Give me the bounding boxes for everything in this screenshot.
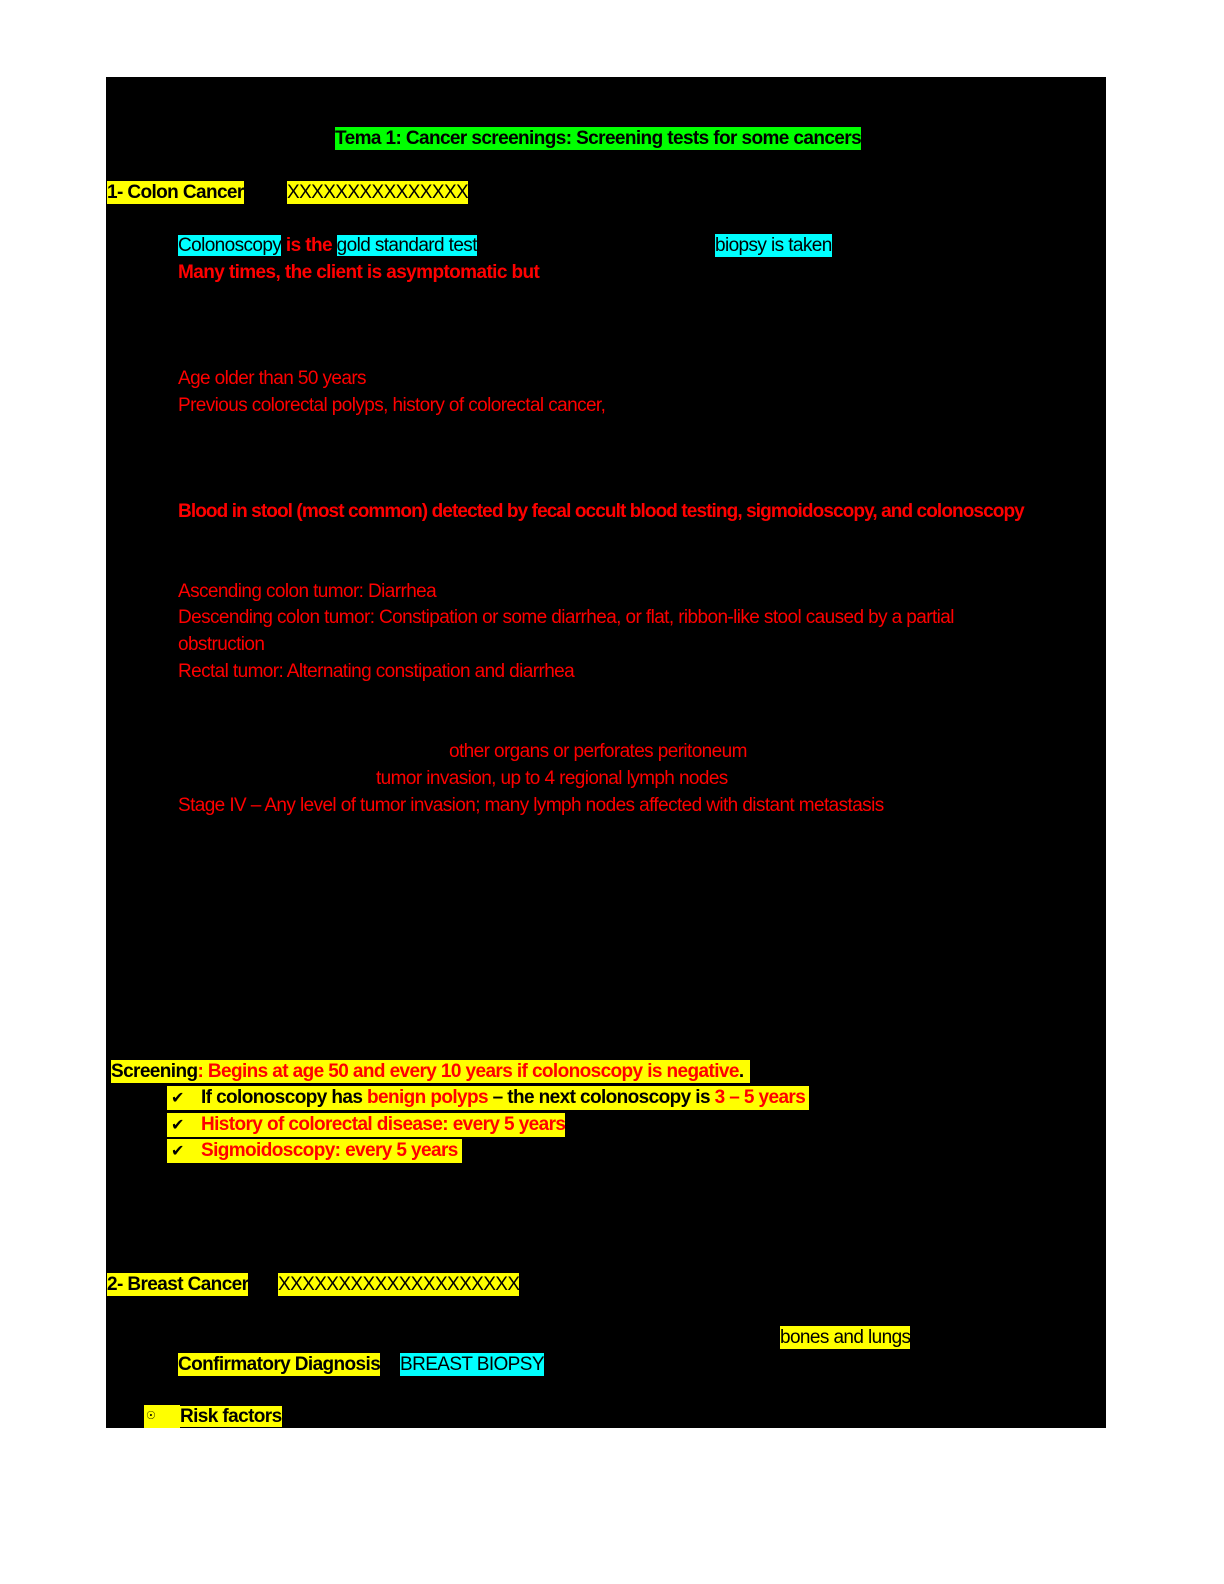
risk-factors-label: Risk factors	[180, 1406, 282, 1427]
metastasis-sites: bones and lungs	[780, 1326, 911, 1349]
screening-item-text: Sigmoidoscopy: every 5 years	[201, 1140, 458, 1161]
checkmark-icon: ✔	[167, 1140, 201, 1163]
tumor-location-item: Rectal tumor: Alternating constipation a…	[178, 661, 575, 682]
signs-text: Blood in stool (most common) detected by…	[178, 501, 1025, 522]
staging-item: other organs or perforates peritoneum	[449, 741, 747, 762]
interval-term: 3 – 5 years	[714, 1087, 806, 1108]
diagnosis-connector: is the	[281, 235, 337, 256]
redacted-text: XXXXXXXXXXXXXXX	[287, 181, 469, 204]
screening-item-text: If colonoscopy has	[201, 1087, 367, 1108]
checkmark-icon: ✔	[167, 1114, 201, 1137]
benign-polyps-term: benign polyps	[366, 1087, 489, 1108]
tumor-location-item: Descending colon tumor: Constipation or …	[178, 607, 954, 628]
screening-item: ✔Sigmoidoscopy: every 5 years	[167, 1139, 462, 1163]
confirmatory-label: Confirmatory Diagnosis	[178, 1353, 381, 1376]
risk-factor-item: Previous colorectal polyps, history of c…	[178, 395, 606, 416]
risk-factors-line: ☉Risk factors	[144, 1405, 282, 1429]
section-heading-breast: 2- Breast Cancer	[107, 1273, 249, 1296]
risk-factor-item: Age older than 50 years	[178, 368, 367, 389]
redacted-text: XXXXXXXXXXXXXXXXXXXX	[278, 1273, 520, 1296]
biopsy-term: biopsy is taken	[715, 234, 832, 257]
bullet-icon: ☉	[144, 1405, 180, 1429]
screening-period: .	[738, 1061, 744, 1082]
screening-colon: :	[197, 1061, 204, 1082]
gold-standard-term: gold standard test	[336, 235, 477, 256]
screening-item-text: History of colorectal disease: every 5 y…	[201, 1114, 566, 1135]
colonoscopy-term: Colonoscopy	[178, 235, 282, 256]
document-page	[106, 77, 1106, 1428]
screening-line: Screening: Begins at age 50 and every 10…	[111, 1060, 750, 1083]
document-title: Tema 1: Cancer screenings: Screening tes…	[335, 127, 862, 150]
section-heading-colon: 1- Colon Cancer	[107, 181, 244, 204]
tumor-location-item: obstruction	[178, 634, 265, 655]
staging-item: tumor invasion, up to 4 regional lymph n…	[376, 768, 728, 789]
checkmark-icon: ✔	[167, 1087, 201, 1110]
asymptomatic-note: Many times, the client is asymptomatic b…	[178, 262, 540, 283]
staging-item: Stage IV – Any level of tumor invasion; …	[178, 795, 884, 816]
confirmatory-value: BREAST BIOPSY	[400, 1353, 545, 1376]
diagnosis-line: Colonoscopy is the gold standard test	[178, 234, 477, 257]
screening-item: ✔History of colorectal disease: every 5 …	[167, 1113, 566, 1137]
screening-item-text: – the next colonoscopy is	[487, 1087, 715, 1108]
screening-item: ✔If colonoscopy has benign polyps – the …	[167, 1086, 810, 1110]
tumor-location-item: Ascending colon tumor: Diarrhea	[178, 581, 437, 602]
screening-label: Screening	[111, 1061, 198, 1082]
screening-text: Begins at age 50 and every 10 years if c…	[203, 1061, 740, 1082]
